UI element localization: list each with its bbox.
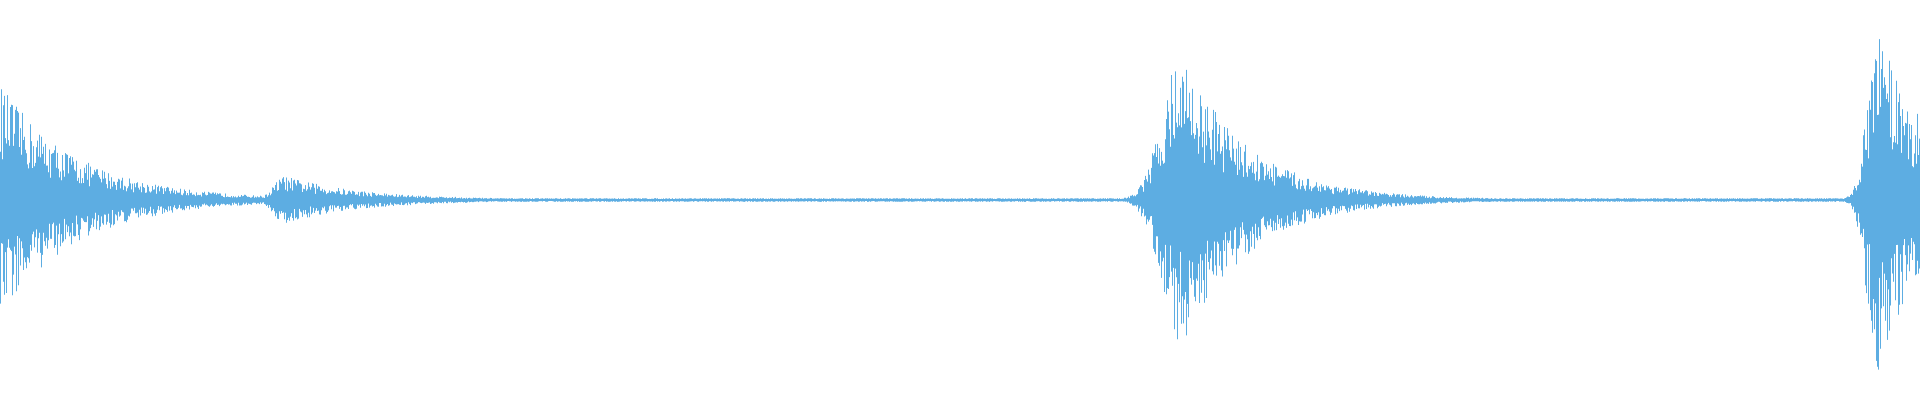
- waveform-path: [0, 39, 1920, 370]
